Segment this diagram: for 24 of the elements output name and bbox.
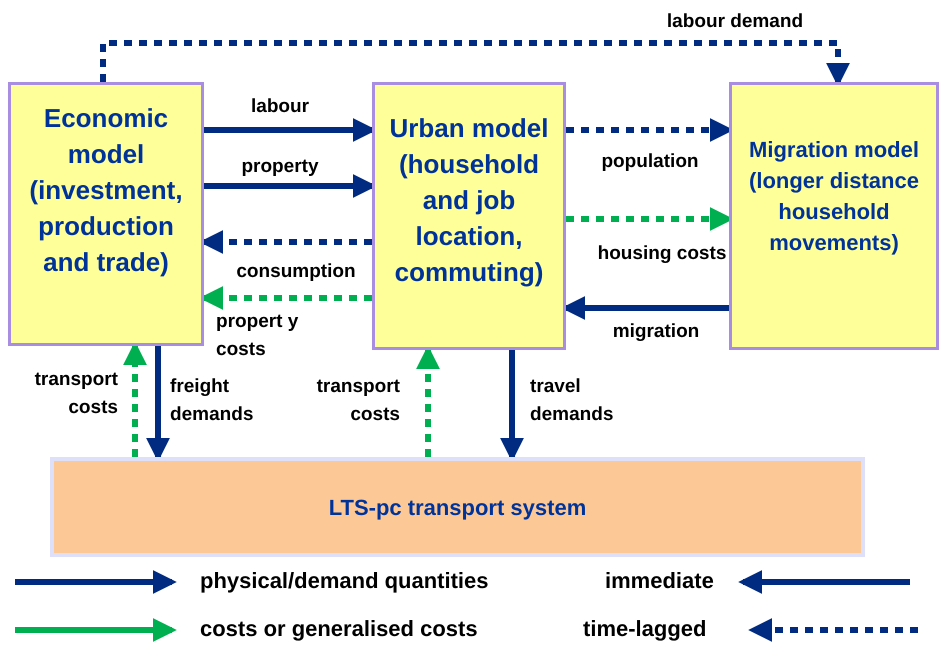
model-box — [729, 82, 939, 350]
legend-label: physical/demand quantities — [200, 567, 489, 595]
legend-label: time-lagged — [583, 615, 706, 643]
node-label: Migration model (longer distance household movements) — [748, 136, 920, 257]
model-box — [372, 82, 566, 350]
node-label: LTS-pc transport system — [328, 494, 586, 522]
node-label: Urban model (household and job location, commuting) — [388, 112, 550, 289]
edge-label: migration — [612, 320, 700, 344]
edge-label: labour — [250, 95, 310, 119]
edge-label: population — [600, 150, 700, 174]
edge-label: travel demands — [530, 375, 614, 427]
edge-label: housing costs — [596, 242, 728, 266]
model-box — [8, 82, 204, 346]
edge-label: property — [240, 155, 320, 179]
edge-label: propert y costs — [216, 310, 300, 362]
edge-label: consumption — [235, 260, 357, 284]
edge-label: labour demand — [666, 10, 804, 34]
edge-label: freight demands — [170, 375, 254, 427]
legend-label: immediate — [605, 567, 714, 595]
edge-label: transport costs — [316, 375, 400, 427]
transport-system-box — [50, 457, 865, 557]
edge-label: transport costs — [34, 368, 118, 420]
legend-label: costs or generalised costs — [200, 615, 478, 643]
node-label: Economic model (investment, production and trade) — [28, 102, 184, 279]
